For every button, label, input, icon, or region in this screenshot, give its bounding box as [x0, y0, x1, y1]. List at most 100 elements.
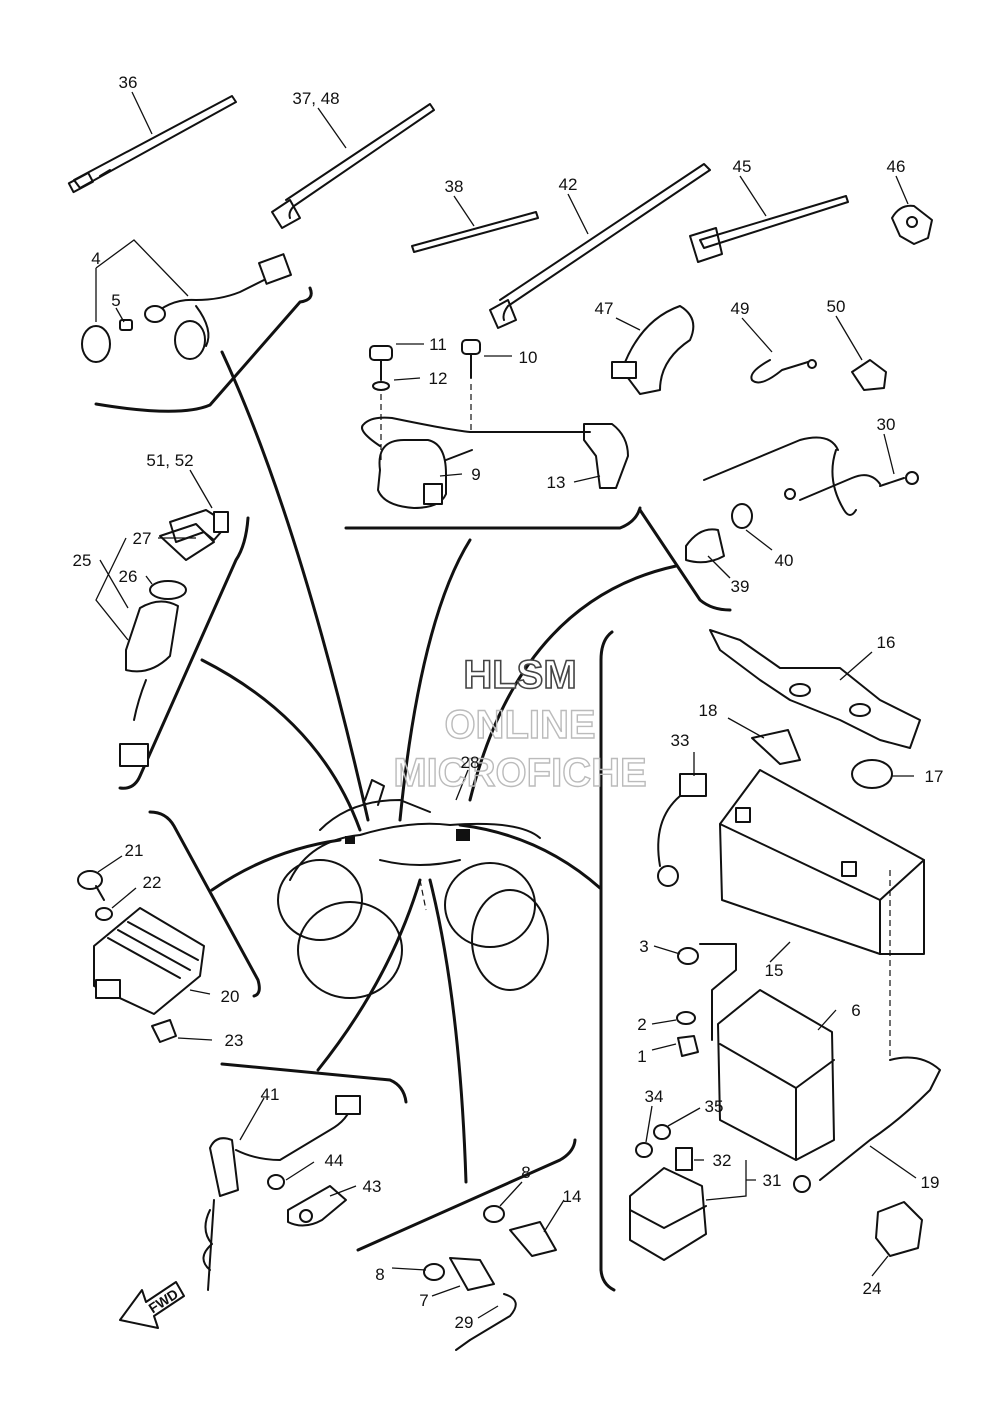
callout-36: 36 — [119, 73, 138, 92]
battery-bracket-16 — [709, 629, 921, 749]
cable-tie-37-48 — [271, 103, 435, 229]
callout-22: 22 — [143, 873, 162, 892]
washer-2 — [676, 1011, 696, 1025]
callout-4: 4 — [91, 249, 100, 268]
fwd-arrow: FWD — [119, 1281, 185, 1329]
sender-14 — [509, 1221, 557, 1257]
cable-tie-45 — [689, 195, 849, 263]
washer-8-a — [483, 1205, 505, 1223]
callout-12: 12 — [429, 369, 448, 388]
bolt-21 — [77, 870, 105, 901]
nut-26 — [149, 580, 187, 600]
ignition-coil-9 — [361, 416, 591, 509]
callout-44: 44 — [325, 1151, 344, 1170]
callout-31: 31 — [763, 1171, 782, 1190]
callout-35: 35 — [705, 1097, 724, 1116]
sender-7 — [449, 1257, 495, 1291]
coupler-24 — [875, 1201, 923, 1257]
group-bracket-ignition — [344, 506, 642, 530]
callout-18: 18 — [699, 701, 718, 720]
clamp-47 — [611, 305, 695, 395]
group-bracket-rectifier — [148, 810, 261, 998]
callout-25: 25 — [73, 551, 92, 570]
washer-8-b — [423, 1263, 445, 1281]
callout-9: 9 — [471, 465, 480, 484]
spoke-5 — [210, 838, 342, 892]
cdi-6 — [717, 989, 835, 1161]
callout-45: 45 — [733, 157, 752, 176]
neutral-switch-41 — [202, 1095, 361, 1291]
callout-23: 23 — [225, 1031, 244, 1050]
callout-15: 15 — [765, 961, 784, 980]
battery-15 — [719, 769, 925, 955]
spoke-8 — [428, 878, 468, 1184]
callout-11: 11 — [429, 335, 447, 354]
callout-13: 13 — [547, 473, 566, 492]
fuse-32 — [675, 1147, 693, 1171]
callout-7: 7 — [419, 1291, 428, 1310]
callout-40: 40 — [775, 551, 794, 570]
callout-3: 3 — [639, 937, 648, 956]
bolt-11 — [369, 345, 393, 381]
nut-1 — [677, 1035, 699, 1057]
wire-29 — [455, 1293, 517, 1351]
cable-tie-36 — [67, 95, 237, 194]
callout-16: 16 — [877, 633, 896, 652]
callout-49: 49 — [731, 299, 750, 318]
relay-31 — [629, 1167, 707, 1261]
callout-20: 20 — [221, 987, 240, 1006]
callout-8-b: 8 — [375, 1265, 384, 1284]
spoke-2 — [398, 538, 472, 822]
atv-outline — [277, 779, 549, 999]
spoke-3 — [468, 564, 678, 802]
callout-33: 33 — [671, 731, 690, 750]
callout-14: 14 — [563, 1187, 582, 1206]
leader-lines — [95, 91, 917, 1319]
rectifier-20 — [93, 907, 205, 1015]
callout-51-52: 51, 52 — [146, 451, 193, 470]
bracket-15-clip — [699, 943, 737, 1041]
bolt-35 — [653, 1124, 671, 1140]
bracket-43 — [287, 1185, 347, 1227]
key-51-52 — [169, 509, 229, 543]
callout-28: 28 — [461, 753, 480, 772]
group-bracket-sensors — [638, 508, 732, 612]
callout-50: 50 — [827, 297, 846, 316]
callout-21: 21 — [125, 841, 144, 860]
clamp-46 — [891, 204, 933, 245]
callout-2: 2 — [637, 1015, 646, 1034]
bolt-34 — [635, 1142, 653, 1158]
group-bracket-neutral — [220, 1062, 408, 1104]
callout-32: 32 — [713, 1151, 732, 1170]
main-switch-25 — [119, 600, 179, 767]
callout-24: 24 — [863, 1279, 882, 1298]
spoke-1 — [220, 350, 370, 822]
spoke-7 — [316, 878, 422, 1072]
spoke-6 — [458, 823, 602, 890]
group-bracket-battery — [599, 630, 616, 1292]
bulb-5 — [119, 319, 133, 331]
bolt-10 — [461, 339, 481, 379]
bracket-18 — [751, 729, 801, 765]
callout-5: 5 — [111, 291, 120, 310]
callout-43: 43 — [363, 1177, 382, 1196]
lead-19 — [793, 870, 941, 1193]
callout-42: 42 — [559, 175, 578, 194]
nut-23 — [151, 1019, 177, 1043]
callout-6: 6 — [851, 1001, 860, 1020]
clamp-49 — [750, 359, 817, 384]
callout-38: 38 — [445, 177, 464, 196]
bolt-44 — [267, 1174, 285, 1190]
watermark-line1: HLSM — [463, 653, 576, 697]
washer-22 — [95, 907, 113, 921]
washer-12 — [372, 381, 390, 391]
watermark-line2: ONLINE — [444, 703, 595, 747]
callout-1: 1 — [637, 1047, 646, 1066]
callout-10: 10 — [519, 348, 538, 367]
cable-tie-42 — [489, 163, 711, 329]
wire-harness-4 — [81, 253, 292, 363]
grommet-40 — [731, 503, 753, 529]
callout-27: 27 — [133, 529, 152, 548]
callout-37-48: 37, 48 — [292, 89, 339, 108]
